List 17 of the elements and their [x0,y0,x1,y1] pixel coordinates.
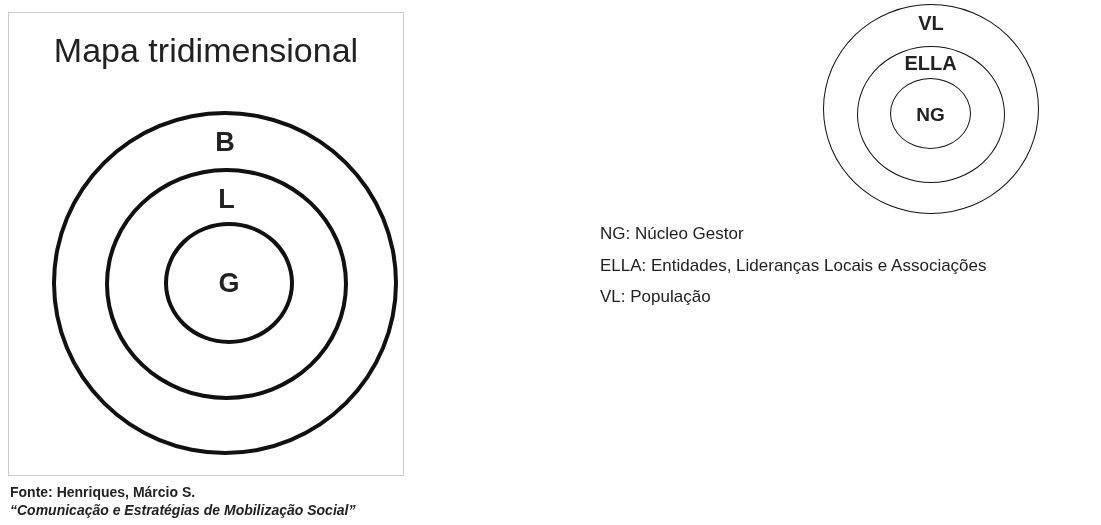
panel-title: Mapa tridimensional [53,33,359,67]
definition-text: ELLA: Entidades, Lideranças Locais e Associações [600,256,987,276]
ring-label: ELLA [904,52,957,73]
inner-ring [164,222,294,344]
source-title: “Comunicação e Estratégias de Mobilização Social” [10,502,356,518]
ring-label: G [218,269,240,297]
middle-ring [856,45,1005,183]
source-text: Fonte: Henriques, Márcio S. [10,484,196,500]
definition-text: NG: Núcleo Gestor [600,224,744,244]
middle-ring [105,168,348,400]
ring-label: B [215,129,235,156]
ring-label: VL [918,13,944,33]
ring-label: NG [916,104,945,123]
ring-label: L [218,186,235,213]
definition-text: VL: População [600,287,711,307]
outer-ring [52,111,398,455]
panel-frame [8,12,404,476]
